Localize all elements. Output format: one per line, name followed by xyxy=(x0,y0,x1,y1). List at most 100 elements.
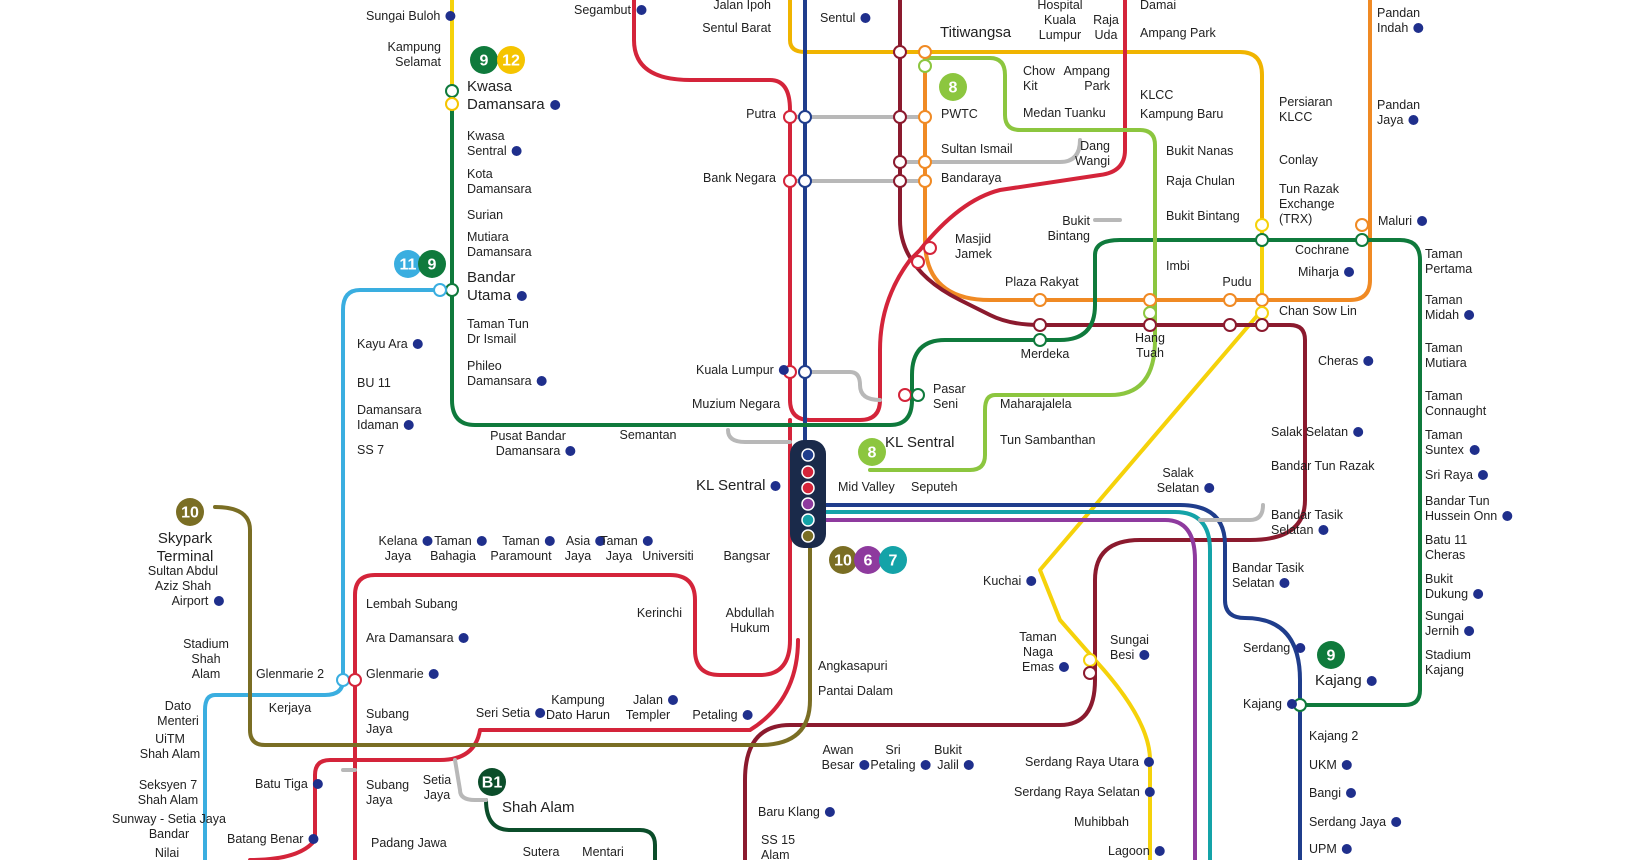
station-label: Taman xyxy=(1019,630,1057,644)
station-dot[interactable] xyxy=(798,174,812,188)
station-label: Jaya xyxy=(366,793,392,807)
station-dot[interactable] xyxy=(1033,318,1047,332)
station-dot[interactable] xyxy=(1083,666,1097,680)
station-label: Paramount xyxy=(490,549,552,563)
station-label: Salak xyxy=(1162,466,1194,480)
station-dot[interactable] xyxy=(918,45,932,59)
station-label: BU 11 xyxy=(357,376,391,390)
station-label: Kerjaya xyxy=(269,701,311,715)
station-dot[interactable] xyxy=(783,174,797,188)
line-badge-bB1: B1 xyxy=(478,768,506,796)
station-dot[interactable] xyxy=(911,255,925,269)
parking-icon xyxy=(859,760,870,770)
parking-icon xyxy=(476,536,487,546)
station-dot[interactable] xyxy=(1033,333,1047,347)
station-dot[interactable] xyxy=(1223,318,1237,332)
station-dot[interactable] xyxy=(1223,293,1237,307)
station-dot[interactable] xyxy=(1143,318,1157,332)
svg-text:8: 8 xyxy=(868,445,877,462)
station-dot[interactable] xyxy=(893,174,907,188)
station-label: UKM xyxy=(1309,758,1337,772)
station-dot[interactable] xyxy=(893,45,907,59)
station-label: Batang Benar xyxy=(227,832,303,846)
station-dot[interactable] xyxy=(918,59,932,73)
station-dot[interactable] xyxy=(923,241,937,255)
station-label: Lagoon xyxy=(1108,844,1150,858)
station-label: Kerinchi xyxy=(637,606,682,620)
station-dot[interactable] xyxy=(445,283,459,297)
station-label: Sunway - Setia Jaya xyxy=(112,812,226,826)
parking-icon xyxy=(1353,427,1364,437)
kl-sentral-hub[interactable] xyxy=(790,440,826,548)
station-dot[interactable] xyxy=(336,673,350,687)
station-label: Dato xyxy=(165,699,191,713)
station-dot[interactable] xyxy=(1255,318,1269,332)
line-badge-b10-skypark: 10 xyxy=(176,498,204,526)
line-3-south xyxy=(1038,308,1264,860)
station-dot[interactable] xyxy=(1143,306,1157,320)
station-dot[interactable] xyxy=(1255,306,1269,320)
station-label: Bukit Nanas xyxy=(1166,144,1233,158)
station-label: Angkasapuri xyxy=(818,659,888,673)
station-label: Serdang Raya Utara xyxy=(1025,755,1139,769)
station-dot[interactable] xyxy=(445,84,459,98)
station-label: Mid Valley xyxy=(838,480,895,494)
station-dot[interactable] xyxy=(348,673,362,687)
station-dot[interactable] xyxy=(893,110,907,124)
station-label: Seni xyxy=(933,397,958,411)
station-label: Glenmarie xyxy=(366,667,424,681)
station-dot[interactable] xyxy=(1083,653,1097,667)
station-dot[interactable] xyxy=(918,174,932,188)
station-dot[interactable] xyxy=(918,110,932,124)
station-dot[interactable] xyxy=(893,155,907,169)
station-label: Universiti xyxy=(642,549,693,563)
route-lines xyxy=(203,0,1422,860)
station-dot[interactable] xyxy=(1033,293,1047,307)
station-label: Menteri xyxy=(157,714,199,728)
station-dot[interactable] xyxy=(1255,233,1269,247)
station-label: Lembah Subang xyxy=(366,597,458,611)
station-dot[interactable] xyxy=(1255,293,1269,307)
station-dot[interactable] xyxy=(783,110,797,124)
station-dot[interactable] xyxy=(898,388,912,402)
parking-icon xyxy=(920,760,931,770)
parking-icon xyxy=(544,536,555,546)
station-label: Taman xyxy=(1425,293,1463,307)
station-dot[interactable] xyxy=(798,110,812,124)
station-dot[interactable] xyxy=(445,97,459,111)
station-label: Naga xyxy=(1023,645,1053,659)
station-dot[interactable] xyxy=(1355,233,1369,247)
station-label: Terminal xyxy=(157,548,214,565)
line-badge-b9-kajang: 9 xyxy=(1317,641,1345,669)
station-label: Ampang Park xyxy=(1140,26,1216,40)
parking-icon xyxy=(1318,525,1329,535)
station-label: (TRX) xyxy=(1279,212,1312,226)
station-label: Jaya xyxy=(565,549,591,563)
station-label: Phileo xyxy=(467,359,502,373)
station-label: Putra xyxy=(746,107,776,121)
station-label: Raja Chulan xyxy=(1166,174,1235,188)
station-dot[interactable] xyxy=(798,365,812,379)
station-label: Bangi xyxy=(1309,786,1341,800)
station-label: Sri Raya xyxy=(1425,468,1473,482)
station-dot[interactable] xyxy=(918,155,932,169)
station-label: Sentul xyxy=(820,11,855,25)
station-dot[interactable] xyxy=(433,283,447,297)
line-badge-b8-klsentral: 8 xyxy=(858,438,886,466)
station-label: Segambut xyxy=(574,3,632,17)
station-dot[interactable] xyxy=(1255,218,1269,232)
svg-text:10: 10 xyxy=(181,505,199,522)
station-dot[interactable] xyxy=(1355,218,1369,232)
station-label: Serdang xyxy=(1243,641,1290,655)
station-dot[interactable] xyxy=(911,388,925,402)
parking-icon xyxy=(516,291,527,301)
station-label: Shah Alam xyxy=(502,799,575,816)
station-label: KL Sentral xyxy=(696,477,766,494)
station-label: Jamek xyxy=(955,247,993,261)
station-label: Pusat Bandar xyxy=(490,429,566,443)
station-label: Dr Ismail xyxy=(467,332,516,346)
station-label: Masjid xyxy=(955,232,991,246)
station-dot[interactable] xyxy=(1143,293,1157,307)
station-label: Connaught xyxy=(1425,404,1487,418)
